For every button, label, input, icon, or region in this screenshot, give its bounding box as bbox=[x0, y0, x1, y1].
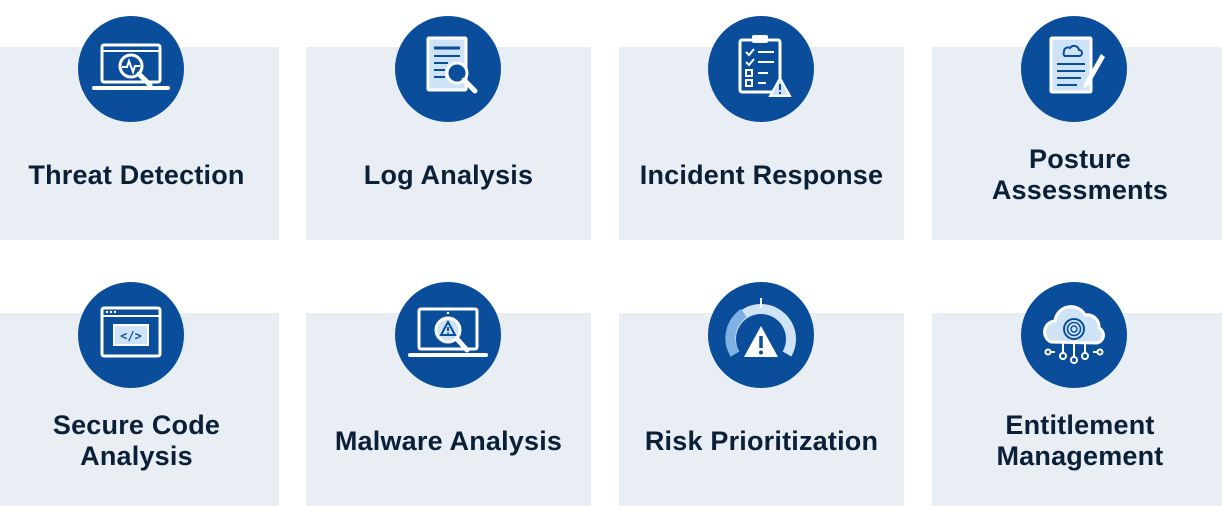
cloud-fingerprint-icon bbox=[1021, 282, 1127, 388]
svg-text:</>: </> bbox=[120, 329, 142, 343]
card-label: Risk Prioritization bbox=[644, 426, 879, 456]
monitor-heartbeat-magnifier-icon bbox=[78, 16, 184, 122]
document-cloud-pen-icon bbox=[1021, 16, 1127, 122]
browser-code-icon: </> bbox=[78, 282, 184, 388]
service-card-log-analysis: Log Analysis bbox=[306, 16, 591, 240]
document-magnifier-icon bbox=[395, 16, 501, 122]
card-label: Incident Response bbox=[639, 160, 884, 190]
card-label: Posture Assessments bbox=[991, 144, 1169, 205]
gauge-warning-icon bbox=[708, 282, 814, 388]
card-label: Entitlement Management bbox=[996, 410, 1164, 471]
laptop-warning-magnifier-icon bbox=[395, 282, 501, 388]
service-card-malware-analysis: Malware Analysis bbox=[306, 282, 591, 506]
service-card-secure-code-analysis: </> Secure Code Analysis bbox=[0, 282, 279, 506]
card-label: Log Analysis bbox=[363, 160, 534, 190]
clipboard-checklist-warning-icon bbox=[708, 16, 814, 122]
service-card-posture-assessments: Posture Assessments bbox=[932, 16, 1222, 240]
service-card-risk-prioritization: Risk Prioritization bbox=[619, 282, 904, 506]
card-label: Threat Detection bbox=[28, 160, 245, 190]
service-card-threat-detection: Threat Detection bbox=[0, 16, 279, 240]
service-card-entitlement-management: Entitlement Management bbox=[932, 282, 1222, 506]
card-label: Secure Code Analysis bbox=[52, 410, 221, 471]
card-label: Malware Analysis bbox=[334, 426, 563, 456]
service-card-incident-response: Incident Response bbox=[619, 16, 904, 240]
